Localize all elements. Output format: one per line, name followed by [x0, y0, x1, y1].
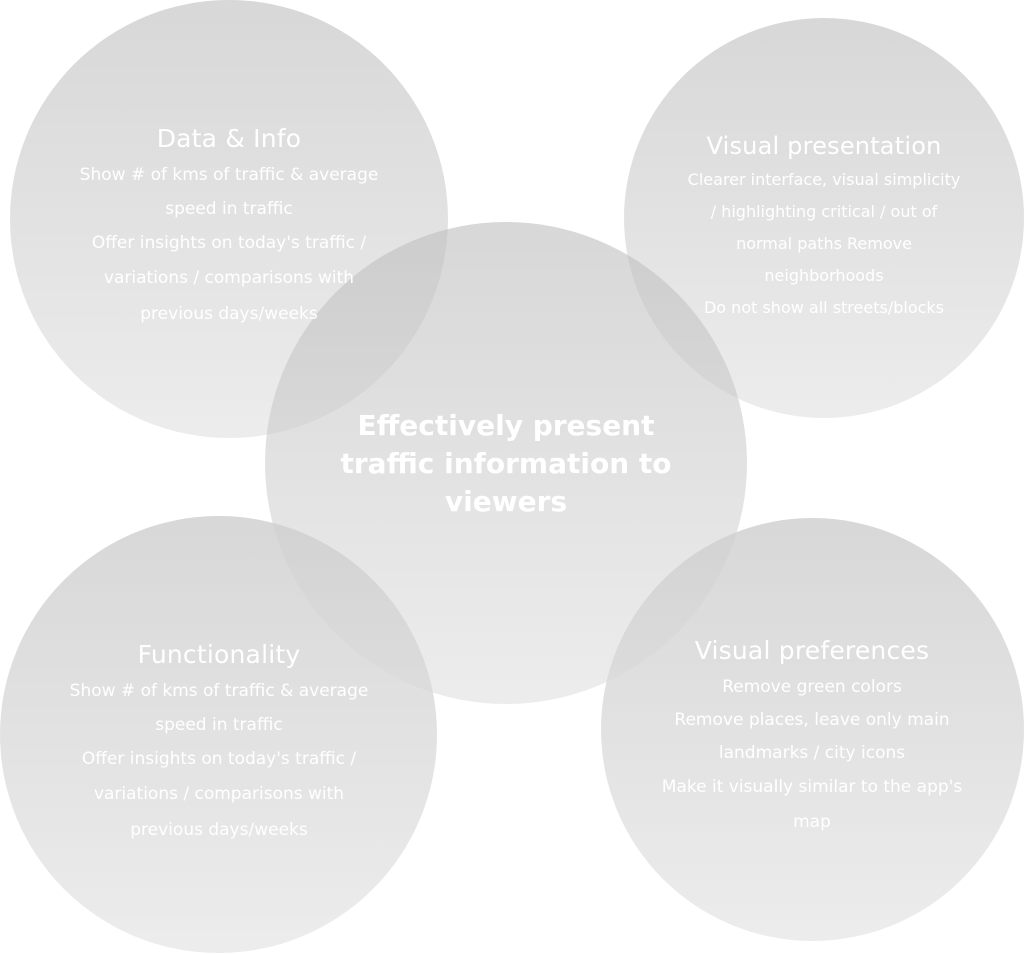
data-info-line: Offer insights on today's traffic / [91, 233, 367, 253]
visual-preferences-line: Make it visually similar to the app's [661, 777, 963, 797]
data-info-line: Show # of kms of traffic & average [79, 165, 379, 185]
visual-presentation-line: neighborhoods [764, 266, 884, 285]
visual-preferences-line: map [793, 812, 831, 832]
functionality-line: Show # of kms of traffic & average [69, 681, 369, 701]
visual-preferences-line: landmarks / city icons [718, 743, 906, 763]
data-info-line: previous days/weeks [140, 304, 318, 324]
visual-presentation-title: Visual presentation [706, 132, 942, 160]
functionality-line: Offer insights on today's traffic / [81, 749, 357, 769]
visual-presentation-line: / highlighting critical / out of [710, 202, 938, 221]
functionality-line: previous days/weeks [130, 820, 308, 840]
functionality-title: Functionality [137, 640, 301, 669]
visual-preferences-group: Visual preferences Remove green colors R… [622, 632, 1002, 839]
center-title: Effectively present traffic information … [340, 409, 672, 518]
visual-preferences-line: Remove places, leave only main [674, 710, 950, 730]
visual-presentation-group: Visual presentation Clearer interface, v… [644, 128, 1004, 324]
center-group: Effectively present traffic information … [335, 407, 677, 521]
circle-center [265, 222, 747, 704]
data-info-line: variations / comparisons with [103, 268, 355, 288]
visual-presentation-line: normal paths Remove [736, 234, 912, 253]
visual-presentation-line: Clearer interface, visual simplicity [687, 170, 961, 189]
functionality-line: speed in traffic [155, 715, 283, 735]
functionality-group: Functionality Show # of kms of traffic &… [28, 636, 410, 848]
visual-preferences-line: Remove green colors [722, 677, 902, 697]
visual-presentation-line: Do not show all streets/blocks [703, 298, 944, 317]
data-info-line: speed in traffic [165, 199, 293, 219]
visual-preferences-title: Visual preferences [694, 636, 930, 665]
data-info-title: Data & Info [156, 124, 302, 153]
functionality-line: variations / comparisons with [93, 784, 345, 804]
data-info-group: Data & Info Show # of kms of traffic & a… [38, 120, 420, 333]
